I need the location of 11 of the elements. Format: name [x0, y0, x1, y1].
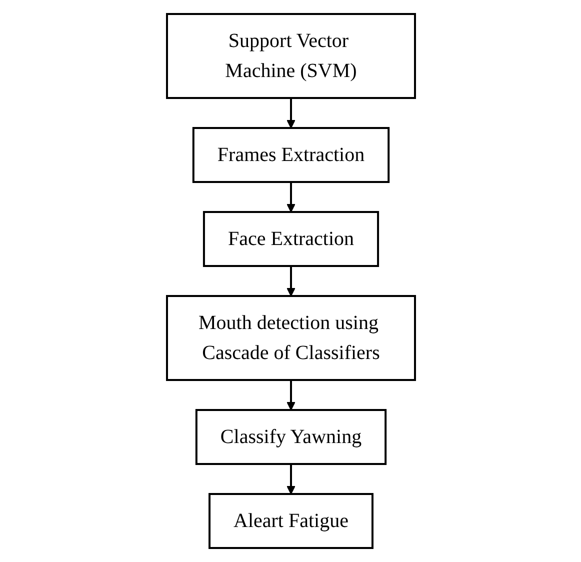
arrow — [286, 182, 295, 212]
node-box: Support Vector Machine (SVM) — [166, 13, 416, 99]
node-box: Face Extraction — [202, 211, 379, 267]
node-box: Frames Extraction — [192, 127, 390, 183]
arrow — [286, 98, 295, 128]
arrow — [286, 464, 295, 494]
arrow — [286, 380, 295, 410]
node-box: Aleart Fatigue — [208, 493, 373, 549]
node-box: Mouth detection using Cascade of Classifiers — [166, 295, 416, 381]
node-box: Classify Yawning — [194, 409, 386, 465]
arrow — [286, 266, 295, 296]
